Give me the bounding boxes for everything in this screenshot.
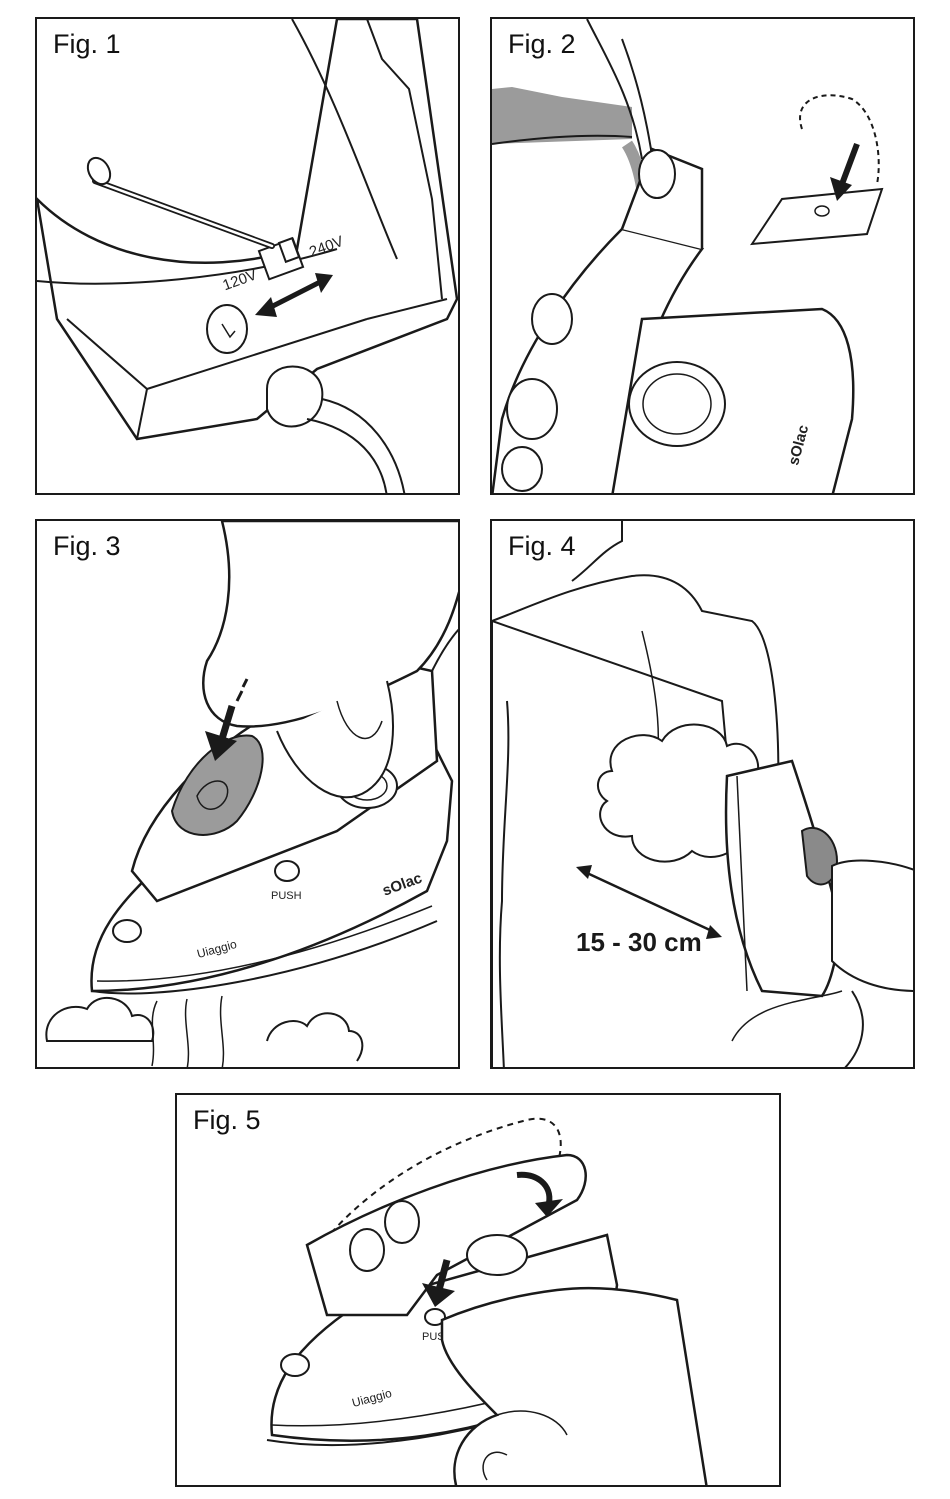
fig1-illustration: 120V 240V [37, 19, 460, 495]
figure-label: Fig. 4 [508, 531, 576, 562]
figure-label: Fig. 3 [53, 531, 121, 562]
fig3-illustration: PUSH sOlac Uiaggio [37, 521, 460, 1069]
figure-label: Fig. 2 [508, 29, 576, 60]
lid-open-dashed-outline [800, 95, 879, 184]
push-label: PUSH [271, 890, 302, 902]
figure-label: Fig. 1 [53, 29, 121, 60]
fig5-illustration: PUSH Uiaggio [177, 1095, 781, 1487]
figure-1-panel: 120V 240V Fig. 1 [35, 17, 460, 495]
screwdriver-icon [83, 154, 272, 246]
fig2-illustration: sOlac [492, 19, 915, 495]
figure-5-panel: PUSH Uiaggio Fig. 5 [175, 1093, 781, 1487]
figure-label: Fig. 5 [193, 1105, 261, 1136]
figure-4-panel: 15 - 30 cm Fig. 4 [490, 519, 915, 1069]
figure-2-panel: sOlac Fig. 2 [490, 17, 915, 495]
hanger-icon [572, 521, 622, 581]
distance-label: 15 - 30 cm [576, 927, 702, 957]
steam-cloud-icon [46, 996, 362, 1069]
indicator-light-icon [207, 305, 247, 353]
figure-3-panel: PUSH sOlac Uiaggio Fig. 3 [35, 519, 460, 1069]
fig4-illustration: 15 - 30 cm [492, 521, 915, 1069]
